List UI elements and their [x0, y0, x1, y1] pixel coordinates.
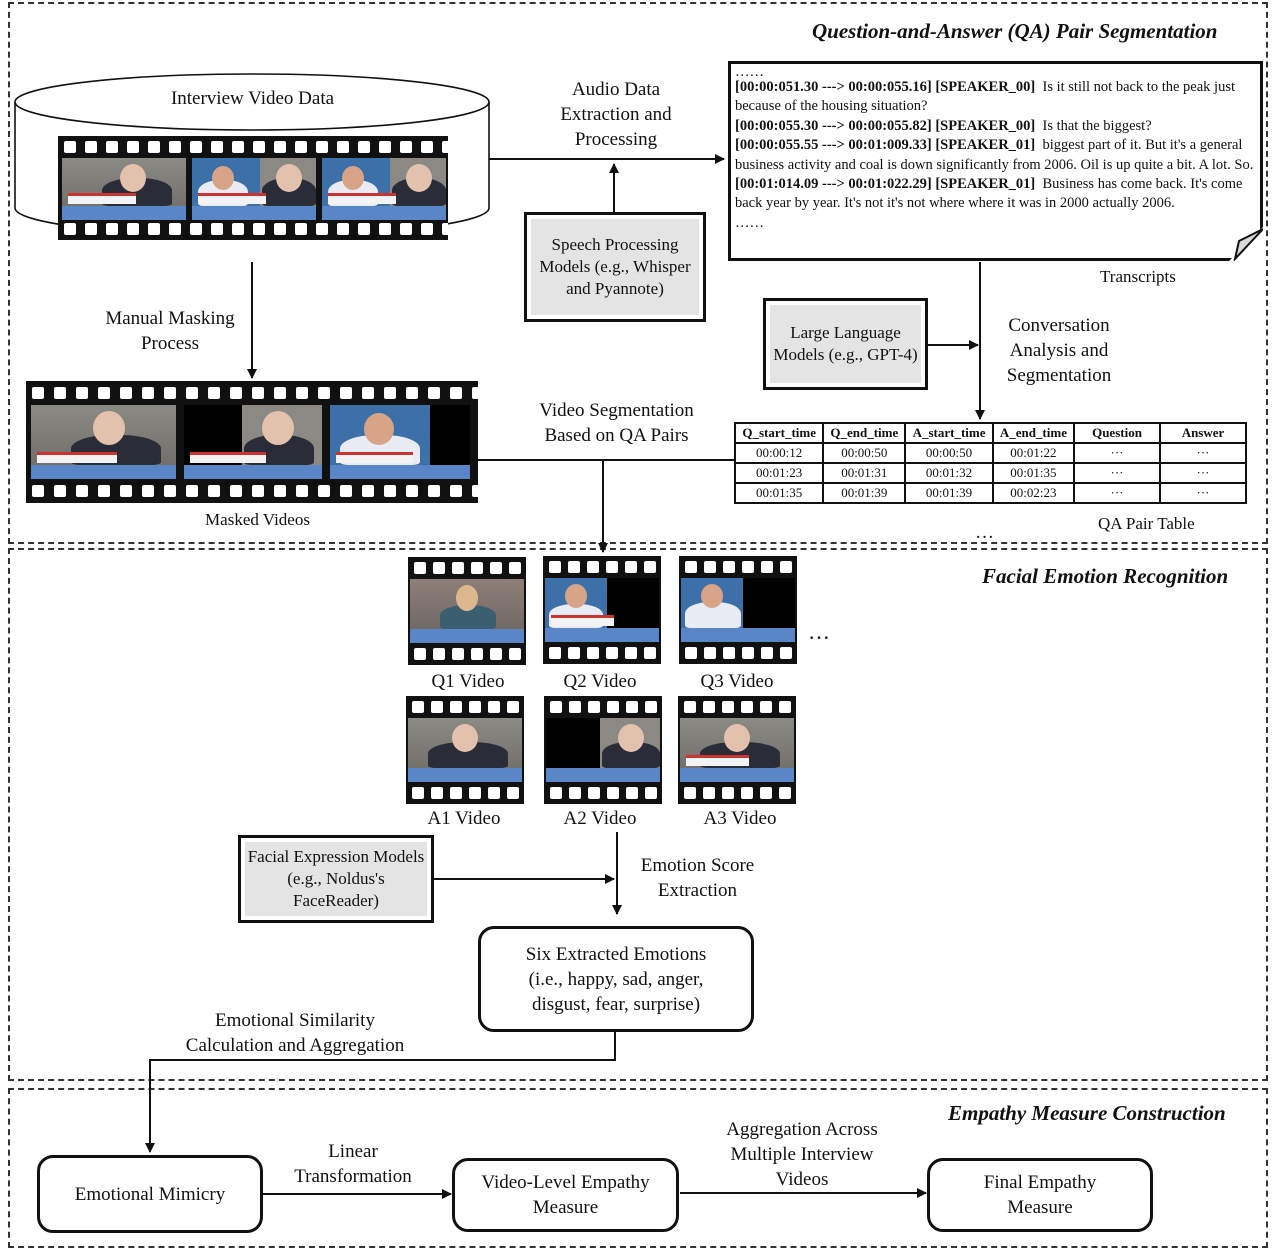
speech-processing-models-box: Speech Processing Models (e.g., Whisper …	[524, 212, 706, 322]
table-cell: 00:01:31	[822, 462, 907, 484]
table-cell: 00:01:35	[991, 462, 1076, 484]
q2-video-label: Q2 Video	[563, 671, 637, 692]
mask-region	[430, 405, 470, 465]
database-top	[14, 73, 490, 131]
video-segmentation-label: Video Segmentation Based on QA Pairs	[539, 400, 694, 446]
video-frame	[62, 158, 186, 220]
column-header: Answer	[1159, 422, 1247, 444]
similarity-calculation-label: Emotional Similarity Calculation and Agg…	[185, 1010, 405, 1056]
facial-expression-models-label: Facial Expression Models (e.g., Noldus's…	[245, 842, 427, 916]
q3-video-label: Q3 Video	[700, 671, 774, 692]
table-cell: 00:01:35	[733, 482, 825, 504]
video-frame	[192, 158, 316, 220]
conversation-analysis-label: Conversation Analysis and Segmentation	[1006, 315, 1112, 386]
more-videos-ellipsis: ···	[808, 625, 830, 650]
transcript-document: …… [00:00:051.30 ---> 00:00:055.16] [SPE…	[728, 61, 1263, 261]
table-cell: 00:00:50	[822, 442, 907, 464]
section-title-qa: Question-and-Answer (QA) Pair Segmentati…	[812, 19, 1218, 43]
section-empathy-measure	[8, 1088, 1268, 1248]
a3-video-label: A3 Video	[703, 808, 777, 829]
video-frame	[322, 158, 446, 220]
a1-video-label: A1 Video	[427, 808, 501, 829]
facial-expression-models-box: Facial Expression Models (e.g., Noldus's…	[238, 835, 434, 923]
masked-videos-label: Masked Videos	[205, 510, 310, 529]
transcript-trailing-ellipsis: ……	[735, 214, 764, 231]
large-language-models-box: Large Language Models (e.g., GPT-4)	[763, 298, 928, 390]
aggregation-across-videos-label: Aggregation Across Multiple Interview Vi…	[726, 1119, 878, 1190]
speech-processing-models-label: Speech Processing Models (e.g., Whisper …	[531, 219, 699, 315]
transcript-timestamp: [00:00:055.30 ---> 00:00:055.82] [SPEAKE…	[735, 117, 1036, 134]
table-cell: ···	[1073, 462, 1161, 484]
table-cell: ···	[1159, 442, 1247, 464]
column-header: Q_start_time	[733, 422, 825, 444]
final-empathy-measure-box: Final Empathy Measure	[927, 1158, 1153, 1232]
transcript-entry: [00:01:014.09 ---> 00:01:022.29] [SPEAKE…	[735, 175, 1256, 214]
table-cell: 00:01:39	[822, 482, 907, 504]
large-language-models-label: Large Language Models (e.g., GPT-4)	[770, 305, 921, 383]
transcript-timestamp: [00:01:014.09 ---> 00:01:022.29] [SPEAKE…	[735, 176, 1036, 193]
masked-video-frame	[184, 405, 322, 479]
database-label: Interview Video Data	[170, 88, 335, 109]
table-row: 00:00:12 00:00:50 00:00:50 00:01:22 ··· …	[733, 442, 1247, 464]
six-emotions-box: Six Extracted Emotions (i.e., happy, sad…	[478, 926, 754, 1032]
transcript-entry: [00:00:055.30 ---> 00:00:055.82] [SPEAKE…	[735, 117, 1256, 136]
column-header: A_start_time	[904, 422, 994, 444]
transcript-timestamp: [00:00:051.30 ---> 00:00:055.16] [SPEAKE…	[735, 79, 1036, 95]
transcript-entry: [00:00:055.55 ---> 00:01:009.33] [SPEAKE…	[735, 136, 1256, 175]
transcript-leading-ellipsis: ……	[735, 64, 764, 80]
table-cell: 00:00:12	[733, 442, 825, 464]
table-cell: ···	[1073, 442, 1161, 464]
video-level-empathy-box: Video-Level Empathy Measure	[452, 1158, 679, 1232]
transcript-text: biggest part of it. But it's a general b…	[735, 137, 1254, 173]
six-emotions-title: Six Extracted Emotions	[525, 943, 707, 965]
q2-video-clip	[543, 556, 661, 664]
q1-video-clip	[408, 557, 526, 665]
table-cell: ···	[1159, 482, 1247, 504]
transcripts-label: Transcripts	[1100, 267, 1176, 286]
section-facial-emotion-recognition	[8, 548, 1268, 1081]
linear-transformation-label: Linear Transformation	[294, 1141, 412, 1187]
table-cell: 00:01:23	[733, 462, 825, 484]
table-cell: 00:01:22	[991, 442, 1076, 464]
table-header-row: Q_start_time Q_end_time A_start_time A_e…	[733, 422, 1247, 444]
transcript-entry: [00:00:051.30 ---> 00:00:055.16] [SPEAKE…	[735, 78, 1256, 117]
transcript-text: Is that the biggest?	[1042, 117, 1152, 134]
a2-video-clip	[544, 696, 662, 804]
column-header: Q_end_time	[822, 422, 907, 444]
table-row: 00:01:23 00:01:31 00:01:32 00:01:35 ··· …	[733, 462, 1247, 484]
transcript-timestamp: [00:00:055.55 ---> 00:01:009.33] [SPEAKE…	[735, 137, 1036, 154]
emotional-mimicry-box: Emotional Mimicry	[37, 1155, 263, 1233]
table-continuation-ellipsis: …	[975, 522, 994, 543]
six-emotions-list: (i.e., happy, sad, anger, disgust, fear,…	[528, 968, 704, 1015]
masked-video-frame	[330, 405, 470, 479]
column-header: A_end_time	[991, 422, 1076, 444]
column-header: Question	[1073, 422, 1161, 444]
audio-extraction-label: Audio Data Extraction and Processing	[560, 79, 672, 150]
qa-pair-table-label: QA Pair Table	[1098, 514, 1195, 533]
interview-video-filmstrip	[58, 136, 448, 240]
table-cell: 00:00:50	[904, 442, 994, 464]
table-cell: ···	[1073, 482, 1161, 504]
page-curl-icon	[1229, 227, 1263, 261]
qa-pair-table: Q_start_time Q_end_time A_start_time A_e…	[733, 422, 1247, 504]
a3-video-clip	[678, 696, 796, 804]
transcript-text: Business has come back. It's come back y…	[735, 176, 1243, 212]
section-title-fer: Facial Emotion Recognition	[982, 564, 1229, 588]
table-row: 00:01:35 00:01:39 00:01:39 00:02:23 ··· …	[733, 482, 1247, 504]
masked-videos-filmstrip	[26, 381, 478, 503]
masked-video-frame	[31, 405, 176, 479]
transcript-text: Is it still not back to the peak just be…	[735, 79, 1236, 115]
q1-video-label: Q1 Video	[431, 671, 505, 692]
a2-video-label: A2 Video	[563, 808, 637, 829]
a1-video-clip	[406, 696, 524, 804]
section-qa-segmentation	[8, 2, 1268, 544]
table-cell: 00:01:39	[904, 482, 994, 504]
section-title-empathy: Empathy Measure Construction	[948, 1101, 1226, 1125]
q3-video-clip	[679, 556, 797, 664]
manual-masking-label: Manual Masking Process	[105, 308, 235, 354]
table-cell: 00:01:32	[904, 462, 994, 484]
emotion-score-extraction-label: Emotion Score Extraction	[640, 855, 755, 901]
table-cell: ···	[1159, 462, 1247, 484]
table-cell: 00:02:23	[991, 482, 1076, 504]
